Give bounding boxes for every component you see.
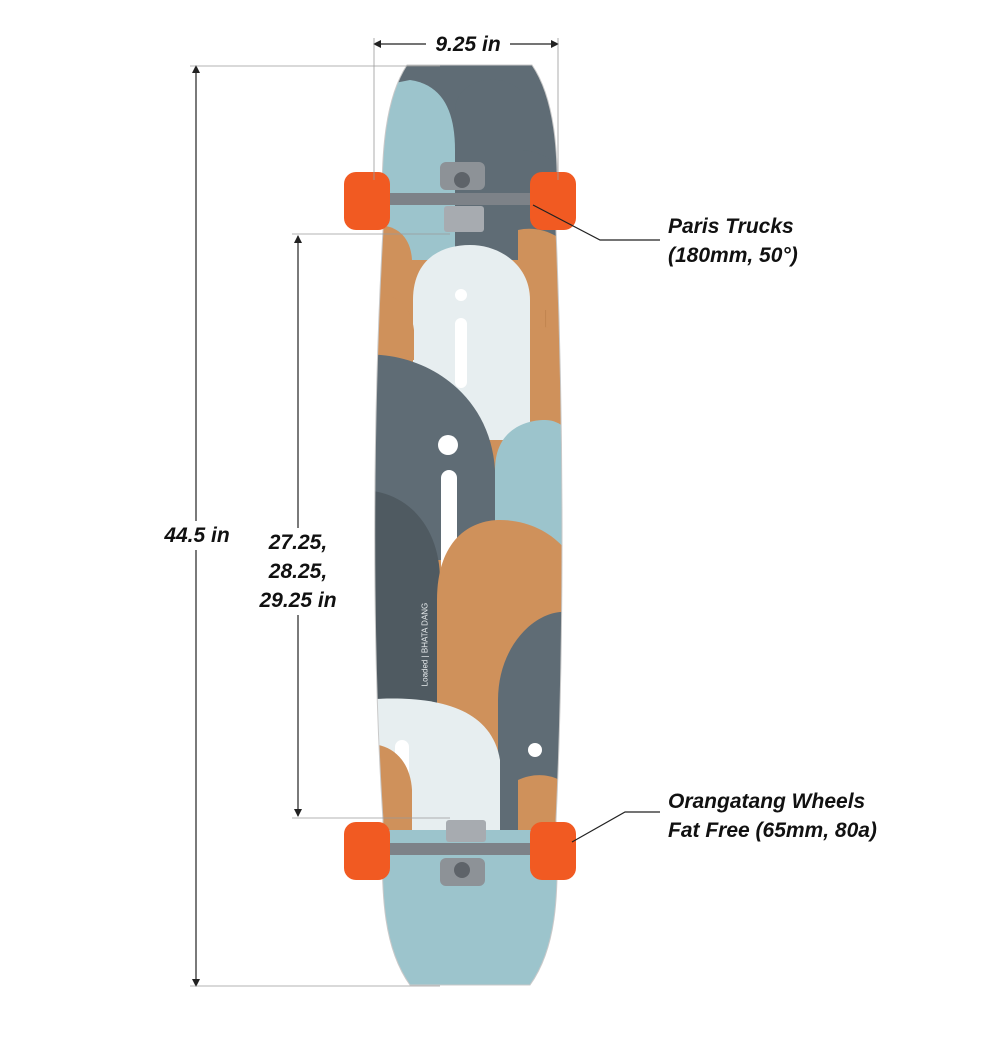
rear-right-wheel xyxy=(530,822,576,880)
wheels-callout: Orangatang Wheels Fat Free (65mm, 80a) xyxy=(668,787,877,845)
wheelbase-dimension-line xyxy=(292,233,450,819)
wheelbase-line-2: 28.25, xyxy=(268,560,328,583)
wheels-callout-spec: Fat Free (65mm, 80a) xyxy=(668,819,877,842)
deck-print-text: Loaded | BHATA DANG xyxy=(420,602,430,687)
length-label: 44.5 in xyxy=(152,521,242,550)
front-truck xyxy=(385,162,535,232)
front-right-wheel xyxy=(530,172,576,230)
wheels-callout-title: Orangatang Wheels xyxy=(668,790,866,813)
rear-truck xyxy=(385,820,535,886)
wheelbase-line-1: 27.25, xyxy=(268,531,328,554)
wheelbase-label: 27.25, 28.25, 29.25 in xyxy=(242,528,354,615)
front-left-wheel xyxy=(344,172,390,230)
trucks-callout-title: Paris Trucks xyxy=(668,215,794,238)
width-label: 9.25 in xyxy=(426,30,510,59)
trucks-callout-spec: (180mm, 50°) xyxy=(668,244,798,267)
wheelbase-line-3: 29.25 in xyxy=(259,589,337,612)
wheels-leader-line xyxy=(571,811,660,843)
trucks-leader-line xyxy=(532,204,660,241)
trucks-callout: Paris Trucks (180mm, 50°) xyxy=(668,212,798,270)
rear-left-wheel xyxy=(344,822,390,880)
